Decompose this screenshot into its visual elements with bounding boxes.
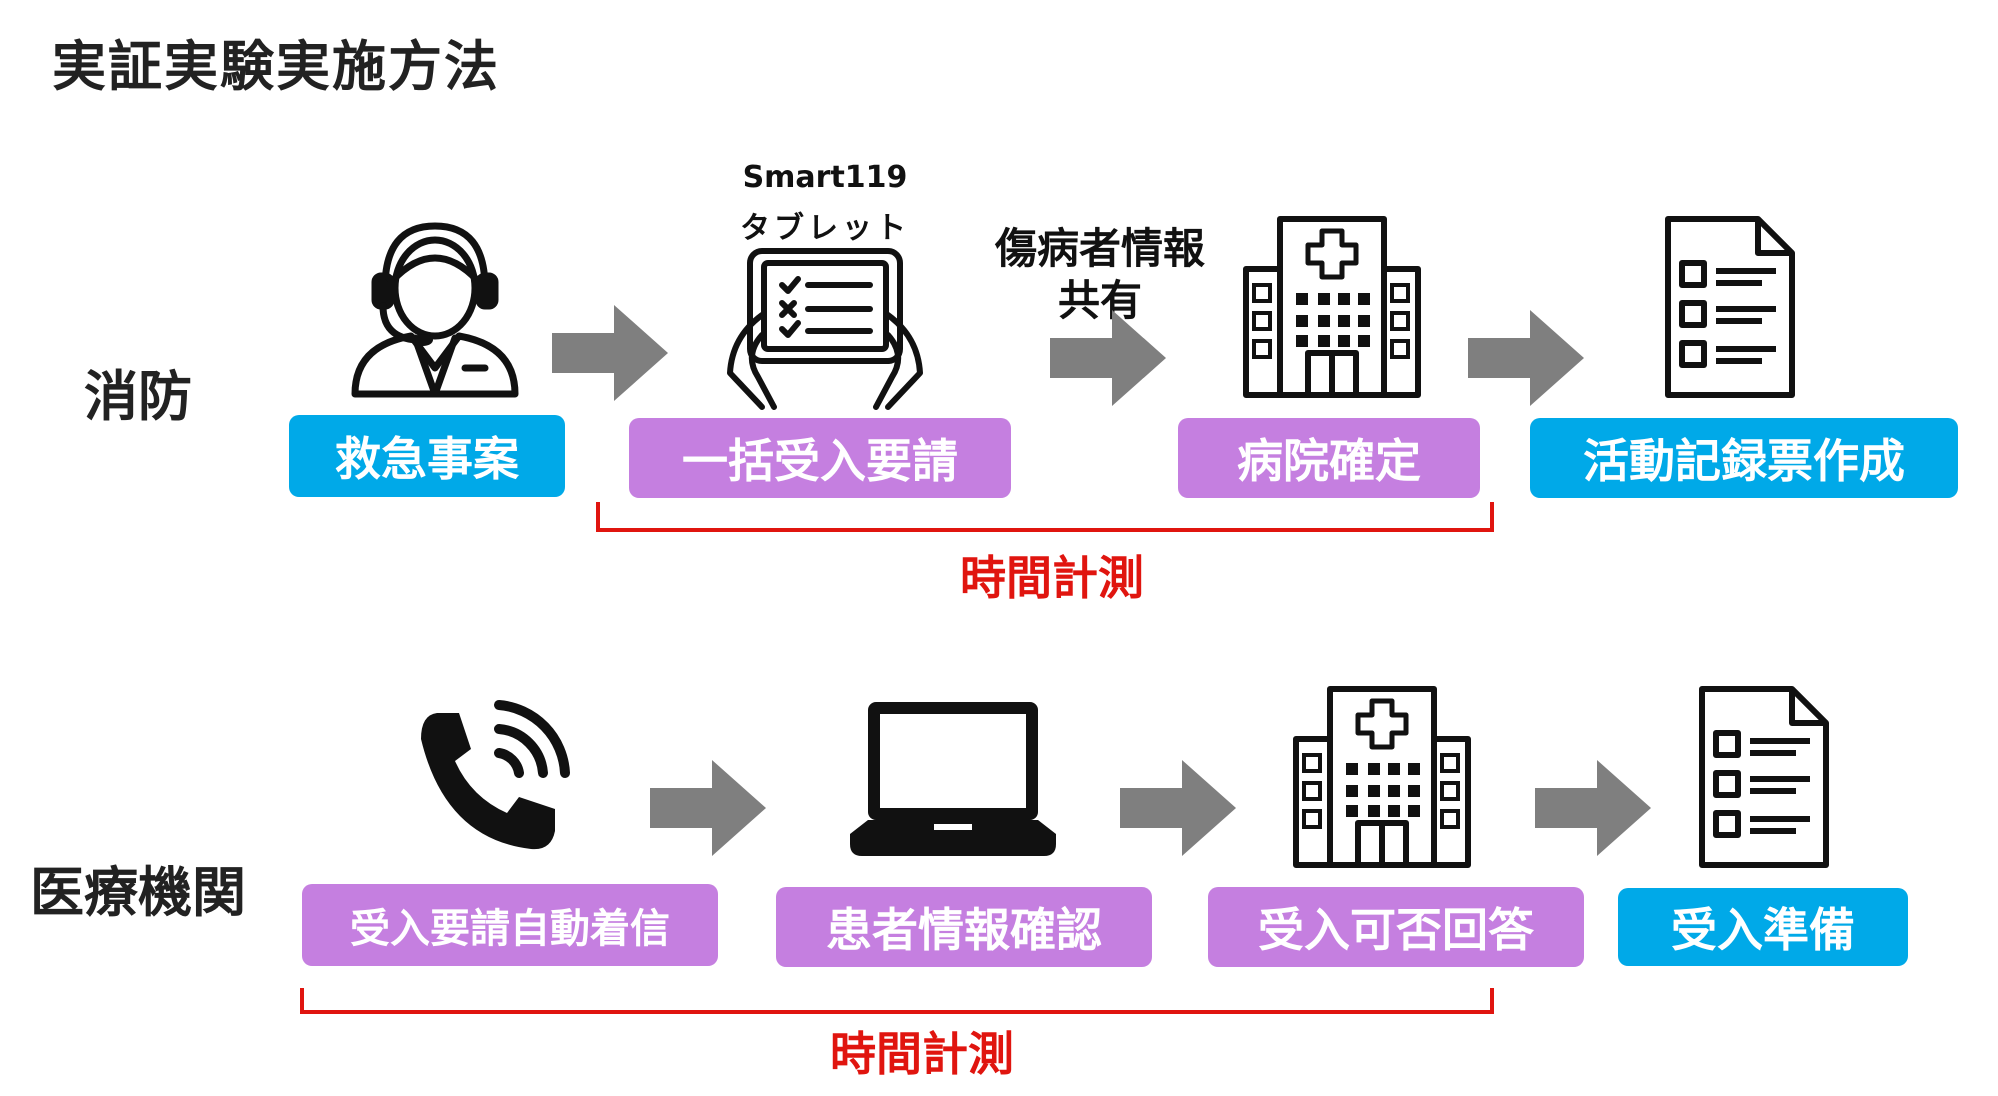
step-box: 受入要請自動着信 [302, 884, 718, 966]
tablet-caption-line2: タブレット [740, 211, 910, 246]
document-checklist-icon [1699, 686, 1829, 868]
tablet-checklist-icon [727, 248, 923, 410]
measure-label: 時間計測 [960, 551, 1144, 605]
phone-call-icon [421, 700, 570, 850]
page-title: 実証実験実施方法 [52, 35, 500, 98]
flow-arrow [552, 305, 668, 401]
laptop-icon [850, 702, 1056, 856]
row-label-fire: 消防 [84, 365, 192, 428]
flow-arrow [1120, 760, 1236, 856]
tablet-caption-line1: Smart119 [742, 160, 908, 195]
step-box: 活動記録票作成 [1530, 418, 1958, 498]
step-box: 病院確定 [1178, 418, 1480, 498]
flow-arrow [1050, 310, 1166, 406]
step-box: 患者情報確認 [776, 887, 1152, 967]
share-caption-line2: 共有 [1057, 276, 1142, 325]
hospital-icon [1243, 216, 1421, 398]
operator-headset-icon [351, 222, 519, 398]
measure-bracket [300, 988, 1494, 1014]
measure-bracket [596, 502, 1494, 532]
flow-arrow [1468, 310, 1584, 406]
step-box: 受入可否回答 [1208, 887, 1584, 967]
document-checklist-icon [1665, 216, 1795, 398]
share-caption-line1: 傷病者情報 [994, 224, 1205, 273]
step-box: 救急事案 [289, 415, 565, 497]
step-box: 受入準備 [1618, 888, 1908, 966]
row-label-medical: 医療機関 [30, 861, 246, 924]
measure-label: 時間計測 [830, 1027, 1014, 1081]
flow-arrow [1535, 760, 1651, 856]
hospital-icon [1293, 686, 1471, 868]
flow-arrow [650, 760, 766, 856]
step-box: 一括受入要請 [629, 418, 1011, 498]
